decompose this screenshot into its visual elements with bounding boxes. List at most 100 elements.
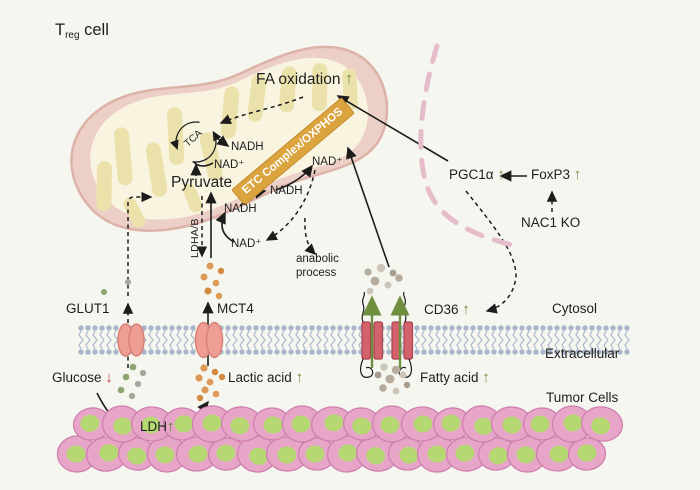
lipid-head — [498, 325, 504, 331]
lipid-head — [498, 349, 504, 355]
lipid-head — [561, 349, 567, 355]
tumor-cell — [236, 435, 278, 473]
lipid-head — [351, 325, 357, 331]
pgc1a-increase-arrow: ↑ — [497, 166, 505, 183]
lipid-head — [288, 325, 294, 331]
lipid-head — [246, 325, 252, 331]
lipid-tail — [561, 330, 567, 350]
tumor-cell-nucleus — [455, 444, 475, 462]
tumor-cell — [72, 407, 112, 441]
molecule-dot — [134, 380, 142, 388]
dashed-pgc1a-to-cd36 — [465, 190, 517, 314]
molecule-dot — [217, 267, 225, 275]
lipid-tail — [183, 330, 189, 350]
dashed-fa-oxidation-to-tca — [219, 96, 304, 125]
lipid-head — [176, 349, 182, 355]
tumor-cell-nucleus — [80, 414, 100, 432]
lipid-head — [281, 325, 287, 331]
nadh-label-tca: NADH — [231, 141, 264, 153]
lipid-head — [505, 349, 511, 355]
lipid-tail — [106, 330, 112, 350]
arrow-tca-to-nadh — [213, 135, 230, 147]
lipid-head — [561, 325, 567, 331]
tumor-cell-nucleus — [216, 444, 236, 462]
lipid-head — [155, 349, 161, 355]
lipid-tail — [414, 330, 420, 350]
lipid-tail — [484, 330, 490, 350]
lipid-head — [260, 325, 266, 331]
lipid-head — [540, 325, 546, 331]
lipid-head — [449, 325, 455, 331]
molecule-dot — [129, 363, 137, 371]
lipid-head — [596, 349, 602, 355]
tumor-cell-nucleus — [230, 417, 250, 435]
lipid-head — [470, 325, 476, 331]
tumor-cell — [146, 435, 188, 473]
dashed-nad-recycle — [265, 169, 316, 241]
lipid-tail — [78, 330, 84, 350]
lipid-head — [302, 349, 308, 355]
tumor-cell-nucleus — [174, 415, 194, 433]
fa-oxidation-label: FA oxidation ↑ — [256, 69, 354, 88]
lipid-head — [421, 325, 427, 331]
tumor-cells-label: Tumor Cells — [546, 390, 619, 405]
lactic-acid-increase-arrow: ↑ — [295, 369, 304, 386]
lipid-head — [302, 325, 308, 331]
lipid-head — [519, 349, 525, 355]
lipid-head — [337, 349, 343, 355]
lipid-head — [603, 325, 609, 331]
tumor-cell-nucleus — [441, 414, 461, 432]
molecule-dot — [389, 269, 397, 277]
lipid-tail — [246, 330, 252, 350]
tumor-cell — [191, 405, 233, 443]
tumor-cell — [506, 435, 548, 473]
tumor-cell-nucleus — [488, 447, 508, 465]
fatty-acid-label: Fatty acid ↑ — [420, 369, 490, 386]
tumor-cell — [297, 437, 337, 471]
lipid-tail — [162, 330, 168, 350]
molecule-dot — [366, 287, 374, 295]
lipid-tail — [617, 330, 623, 350]
tumor-cell-nucleus — [577, 444, 597, 462]
lipid-head — [610, 325, 616, 331]
tumor-cell-nucleus — [413, 415, 433, 433]
tumor-cell-nucleus — [155, 446, 175, 464]
lipid-tail — [225, 330, 231, 350]
tumor-cell-nucleus — [380, 416, 400, 434]
tumor-cell-nucleus — [127, 447, 147, 465]
lipid-tail — [624, 330, 630, 350]
lipid-tail — [253, 330, 259, 350]
lipid-tail — [435, 330, 441, 350]
pyruvate-label: Pyruvate — [171, 174, 233, 191]
lipid-head — [519, 325, 525, 331]
lipid-head — [288, 349, 294, 355]
lipid-tail — [344, 330, 350, 350]
lipid-head — [617, 325, 623, 331]
tumor-cell-nucleus — [263, 416, 283, 434]
tumor-cell-nucleus — [399, 446, 419, 464]
lipid-head — [428, 325, 434, 331]
molecule-dot — [384, 281, 392, 289]
tumor-cell-nucleus — [305, 445, 325, 463]
lipid-tail — [456, 330, 462, 350]
lipid-tail — [92, 330, 98, 350]
tumor-cell — [522, 407, 562, 441]
molecule-dot — [218, 373, 226, 381]
lipid-head — [232, 325, 238, 331]
lipid-tail — [442, 330, 448, 350]
tumor-cell-nucleus — [591, 417, 611, 435]
lipid-tail — [533, 330, 539, 350]
tumor-cell — [117, 437, 157, 471]
nadh-label-etc: NADH — [270, 185, 303, 197]
lipid-head — [505, 325, 511, 331]
solid-arrows — [96, 95, 527, 434]
lipid-tail — [386, 330, 392, 350]
lipid-head — [456, 325, 462, 331]
lipid-tail — [288, 330, 294, 350]
lipid-head — [442, 325, 448, 331]
tumor-cell-nucleus — [549, 445, 569, 463]
lipid-head — [351, 349, 357, 355]
lipid-tail — [470, 330, 476, 350]
